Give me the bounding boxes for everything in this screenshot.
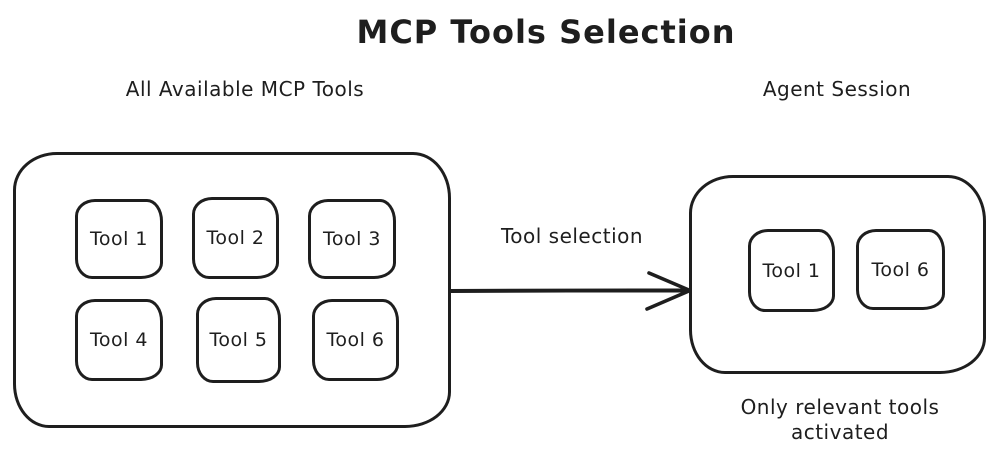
caption-line-1: Only relevant tools xyxy=(740,395,940,419)
left-panel-label: All Available MCP Tools xyxy=(125,77,365,101)
tool-node-4: Tool 4 xyxy=(75,299,163,381)
selected-tool-node-6: Tool 6 xyxy=(856,229,945,310)
tool-node-2: Tool 2 xyxy=(192,197,279,279)
tool-node-1: Tool 1 xyxy=(75,199,163,279)
agent-session-container: Tool 1 Tool 6 xyxy=(689,175,986,374)
right-panel-label: Agent Session xyxy=(762,77,912,101)
tool-node-3: Tool 3 xyxy=(308,199,396,279)
caption-line-2: activated xyxy=(790,420,890,444)
right-arrow-icon xyxy=(448,271,692,311)
arrow-label: Tool selection xyxy=(500,224,644,248)
page-title: MCP Tools Selection xyxy=(356,13,736,51)
selected-tool-node-1: Tool 1 xyxy=(748,229,835,312)
tool-node-6: Tool 6 xyxy=(312,299,399,381)
all-tools-container: Tool 1 Tool 2 Tool 3 Tool 4 Tool 5 Tool … xyxy=(13,152,451,428)
right-panel-caption: Only relevant tools activated xyxy=(741,395,940,445)
tool-node-5: Tool 5 xyxy=(196,297,281,383)
